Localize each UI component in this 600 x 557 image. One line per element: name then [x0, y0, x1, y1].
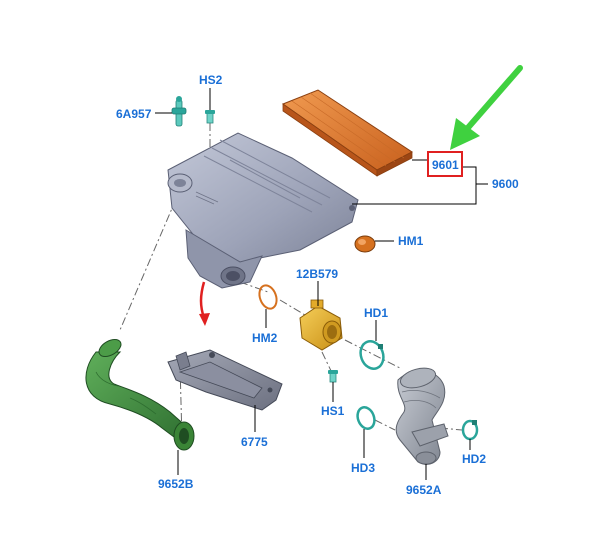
label-12b579[interactable]: 12B579 — [296, 267, 338, 281]
seal-hm2[interactable] — [256, 283, 279, 311]
clamp-hd3[interactable] — [355, 405, 378, 431]
air-cleaner-housing[interactable] — [167, 132, 359, 289]
centerline-hm2-to-sensor — [279, 299, 306, 316]
label-hs1[interactable]: HS1 — [321, 404, 345, 418]
highlight-box-9601 — [427, 151, 463, 177]
clamp-hd2[interactable] — [461, 419, 479, 441]
label-hm2[interactable]: HM2 — [252, 331, 278, 345]
part-labels: HS2 6A957 9601 9600 HM1 12B579 HM2 HD1 H… — [116, 73, 519, 497]
air-hose-9652b[interactable] — [85, 336, 195, 451]
fastener-6a957[interactable] — [171, 96, 187, 127]
label-hd2[interactable]: HD2 — [462, 452, 486, 466]
label-hd1[interactable]: HD1 — [364, 306, 388, 320]
centerline-hd3 — [374, 419, 396, 431]
centerline-housing-to-hose — [119, 184, 183, 331]
screw-hs2[interactable] — [205, 110, 215, 124]
label-9601[interactable]: 9601 — [432, 158, 459, 172]
centerline-housing-to-hm2 — [239, 281, 269, 293]
clamp-hd1[interactable] — [357, 338, 387, 372]
centerline-sensor-to-duct — [344, 339, 401, 369]
green-arrow-icon — [450, 65, 523, 150]
label-6a957[interactable]: 6A957 — [116, 107, 152, 121]
label-9600[interactable]: 9600 — [492, 177, 519, 191]
label-9652a[interactable]: 9652A — [406, 483, 442, 497]
air-filter-element[interactable] — [281, 89, 413, 177]
label-hs2[interactable]: HS2 — [199, 73, 223, 87]
red-arrow-icon — [199, 281, 210, 326]
label-hm1[interactable]: HM1 — [398, 234, 424, 248]
label-6775[interactable]: 6775 — [241, 435, 268, 449]
bracket-6775[interactable] — [167, 349, 283, 411]
label-hd3[interactable]: HD3 — [351, 461, 375, 475]
air-duct-9652a[interactable] — [395, 365, 449, 465]
mount-hm1[interactable] — [354, 235, 376, 253]
screw-hs1[interactable] — [328, 370, 338, 383]
leader-lines — [155, 88, 488, 480]
mass-airflow-sensor-12b579[interactable] — [299, 299, 343, 351]
leader-9600 — [352, 166, 477, 205]
label-9652b[interactable]: 9652B — [158, 477, 194, 491]
